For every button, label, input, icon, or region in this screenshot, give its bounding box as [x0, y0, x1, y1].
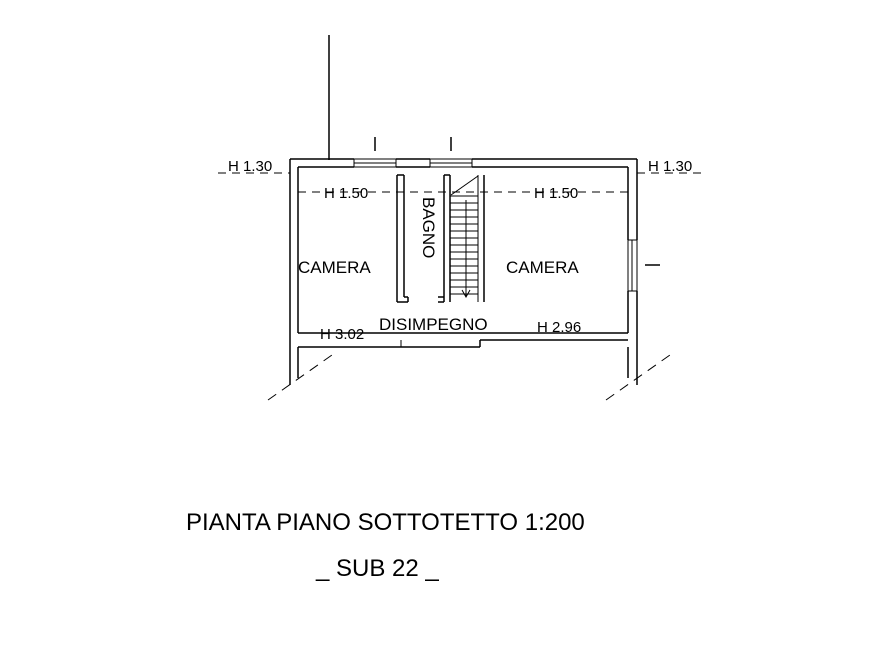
height-top-left: H 1.30 — [228, 158, 272, 175]
window-top-left — [353, 137, 397, 168]
room-label-hall: DISIMPEGNO — [379, 315, 488, 334]
room-label-bath: BAGNO — [419, 197, 438, 258]
window-right — [627, 239, 660, 292]
height-inner-right: H 1.50 — [534, 185, 578, 202]
floor-plan: H 1.30 H 1.30 H 1.50 H 1.50 CAMERA CAMER… — [218, 35, 706, 401]
plan-subtitle: _ SUB 22 _ — [316, 555, 439, 582]
staircase — [450, 175, 485, 302]
height-top-right: H 1.30 — [648, 158, 692, 175]
room-label-right: CAMERA — [506, 258, 579, 277]
plan-title: PIANTA PIANO SOTTOTETTO 1:200 — [186, 509, 585, 536]
roof-diagonal-left — [267, 354, 333, 401]
window-top-right — [429, 137, 473, 168]
height-bottom-right: H 2.96 — [537, 319, 581, 336]
height-inner-left: H 1.50 — [324, 185, 368, 202]
hallway-wall — [298, 332, 628, 348]
room-label-left: CAMERA — [298, 258, 371, 277]
roof-diagonal-right — [605, 354, 671, 401]
height-bottom-left: H 3.02 — [320, 326, 364, 343]
outer-walls — [289, 158, 638, 385]
